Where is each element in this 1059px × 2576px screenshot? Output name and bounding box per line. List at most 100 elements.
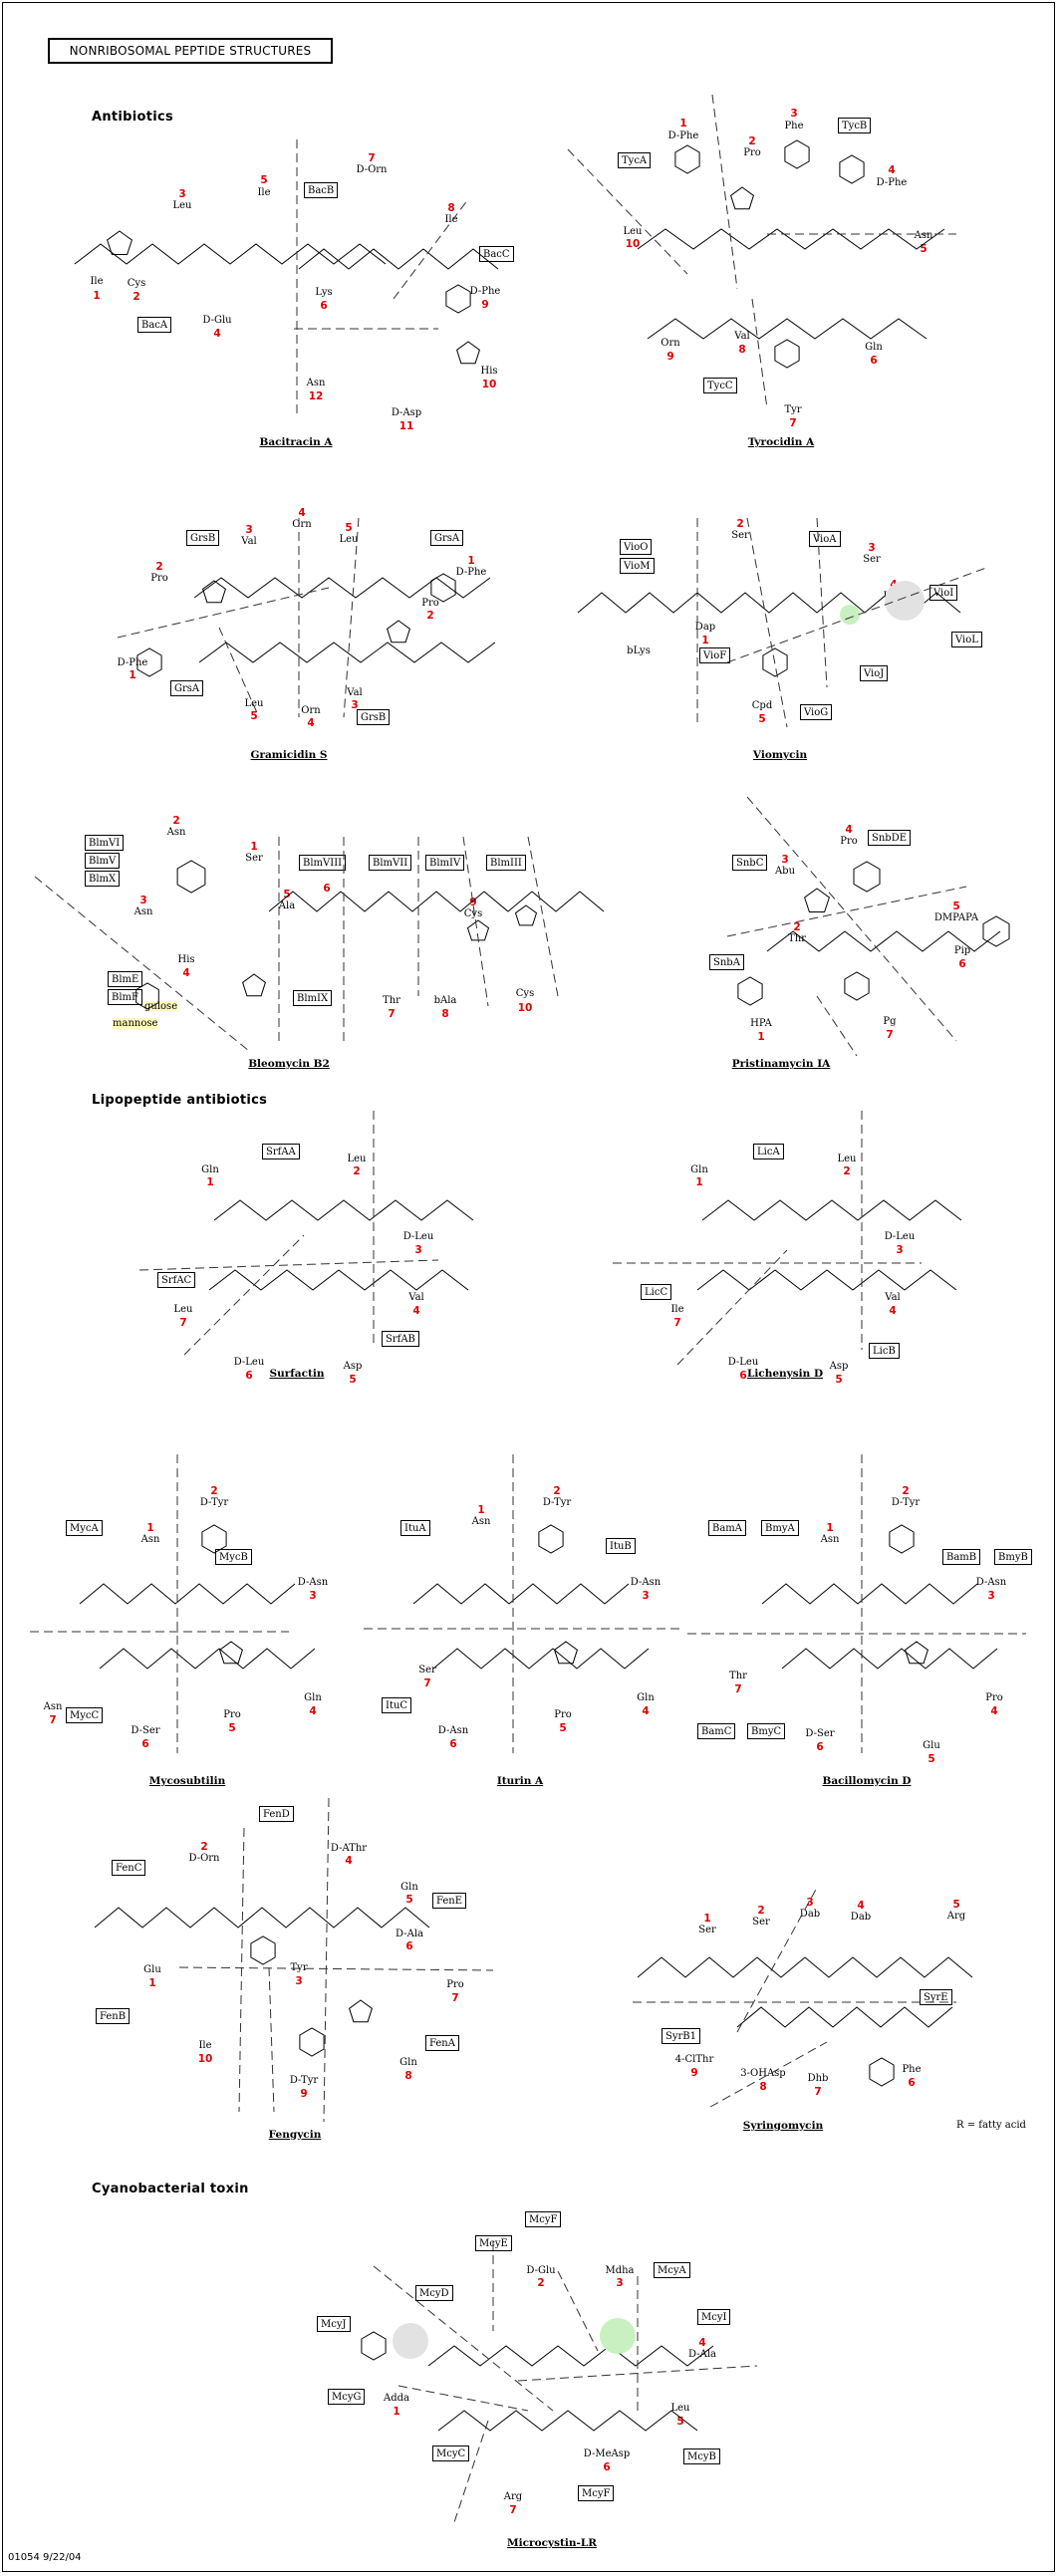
- gene-box-licc[interactable]: LicC: [641, 1284, 672, 1300]
- aromatic-ring: [445, 284, 471, 314]
- gene-box-blmvi[interactable]: BlmVI: [85, 835, 125, 851]
- gene-box-blmf[interactable]: BlmF: [108, 989, 142, 1005]
- residue-number: 6: [405, 1940, 413, 1952]
- gene-box-fenb[interactable]: FenB: [96, 2008, 131, 2024]
- gene-box-grsa[interactable]: GrsA: [430, 530, 464, 546]
- gene-box-ituc[interactable]: ItuC: [382, 1697, 412, 1713]
- residue-number: 4: [213, 328, 221, 340]
- gene-box-itua[interactable]: ItuA: [400, 1520, 430, 1536]
- gene-box-blmiii[interactable]: BlmIII: [486, 855, 526, 871]
- gene-box-bamc[interactable]: BamC: [697, 1723, 736, 1739]
- gene-box-tyca[interactable]: TycA: [618, 152, 652, 168]
- residue-number: 2: [843, 1165, 851, 1177]
- gene-box-snbde[interactable]: SnbDE: [868, 830, 912, 846]
- gene-box-mcyg[interactable]: McyG: [328, 2389, 366, 2405]
- gene-box-blme[interactable]: BlmE: [108, 971, 143, 987]
- residue-name: Asn: [133, 906, 153, 917]
- gene-box-bamb[interactable]: BamB: [942, 1549, 981, 1565]
- residue-name: Phe: [902, 2064, 922, 2075]
- residue-number: 6: [323, 883, 331, 895]
- gene-box-snbc[interactable]: SnbC: [732, 855, 768, 871]
- gene-box-myca[interactable]: MycA: [66, 1520, 103, 1536]
- gene-box-syre[interactable]: SyrE: [920, 1989, 952, 2005]
- residue-name: Val: [408, 1292, 424, 1303]
- gene-box-bacb[interactable]: BacB: [304, 182, 339, 198]
- gene-box-viof[interactable]: VioF: [699, 647, 731, 663]
- gene-box-viog[interactable]: VioG: [800, 704, 833, 720]
- residue-number: 1: [129, 669, 136, 681]
- residue-name: Pro: [554, 1709, 572, 1720]
- gene-box-blmviii[interactable]: BlmVIII: [299, 855, 347, 871]
- gene-box-mycc[interactable]: MycC: [66, 1707, 104, 1723]
- gene-box-fena[interactable]: FenA: [425, 2035, 459, 2051]
- gene-box-srfac[interactable]: SrfAC: [157, 1272, 196, 1288]
- gene-box-vioa[interactable]: VioA: [809, 531, 841, 547]
- gene-box-fenc[interactable]: FenC: [112, 1860, 146, 1876]
- gene-box-viol[interactable]: VioL: [951, 632, 982, 647]
- gene-box-mcya[interactable]: McyA: [654, 2262, 690, 2278]
- gene-box-tycb[interactable]: TycB: [838, 118, 872, 133]
- residue-number: 4: [309, 1705, 317, 1717]
- gene-box-mcyc[interactable]: McyC: [432, 2446, 470, 2461]
- residue-name: Phe: [784, 121, 804, 131]
- gene-box-fend[interactable]: FenD: [259, 1806, 294, 1822]
- residue-name: D-Tyr: [289, 2075, 319, 2086]
- gene-box-mcyi[interactable]: McyI: [697, 2309, 731, 2325]
- five-membered-ring: [554, 1641, 578, 1665]
- gene-box-mcyb[interactable]: McyB: [683, 2448, 720, 2464]
- residue-number: 1: [93, 290, 101, 302]
- gene-box-srfaa[interactable]: SrfAA: [262, 1144, 300, 1159]
- gene-box-grsb[interactable]: GrsB: [186, 530, 220, 546]
- residue-name: Val: [241, 536, 257, 547]
- gene-box-syrb1[interactable]: SyrB1: [662, 2028, 700, 2044]
- aromatic-ring: [674, 144, 700, 174]
- gene-box-bmya[interactable]: BmyA: [761, 1520, 799, 1536]
- gene-box-blmix[interactable]: BlmIX: [293, 990, 333, 1006]
- gene-box-bama[interactable]: BamA: [708, 1520, 747, 1536]
- gene-box-blmiv[interactable]: BlmIV: [425, 855, 465, 871]
- gene-box-fene[interactable]: FenE: [432, 1893, 467, 1909]
- section-antibiotics: Antibiotics: [92, 110, 174, 125]
- structure-caption: Mycosubtilin: [148, 1775, 226, 1787]
- module-boundary-line: [527, 836, 559, 997]
- residue-number: 5: [250, 710, 258, 722]
- gene-box-viom[interactable]: VioM: [620, 558, 655, 574]
- residue-number: 5: [405, 1894, 413, 1906]
- residue-number: 2: [172, 815, 180, 827]
- gene-box-baca[interactable]: BacA: [137, 317, 172, 333]
- residue-name: D-Tyr: [542, 1497, 572, 1508]
- gene-box-vioi[interactable]: VioI: [929, 585, 958, 601]
- gene-box-itub[interactable]: ItuB: [606, 1538, 636, 1554]
- gene-box-blmv[interactable]: BlmV: [85, 853, 121, 869]
- residue-name: Asn: [43, 1701, 63, 1712]
- residue-number: 2: [537, 2277, 545, 2289]
- gene-box-mcyj[interactable]: McyJ: [317, 2316, 351, 2332]
- residue-name: Dab: [850, 1912, 872, 1923]
- gene-box-lica[interactable]: LicA: [753, 1144, 784, 1159]
- gene-box-grsa[interactable]: GrsA: [170, 680, 204, 696]
- gene-box-bmyc[interactable]: BmyC: [747, 1723, 786, 1739]
- gene-box-mcyd[interactable]: McyD: [415, 2285, 453, 2301]
- gene-box-blmvii[interactable]: BlmVII: [369, 855, 412, 871]
- gene-box-blmx[interactable]: BlmX: [85, 871, 121, 887]
- residue-number: 7: [388, 1008, 396, 1020]
- gene-box-bmyb[interactable]: BmyB: [994, 1549, 1032, 1565]
- gene-box-vioo[interactable]: VioO: [620, 539, 653, 555]
- gene-box-licb[interactable]: LicB: [869, 1343, 900, 1359]
- residue-name: D-Leu: [884, 1231, 916, 1242]
- gene-box-mcyf[interactable]: McyF: [525, 2211, 562, 2227]
- residue-number: 4: [990, 1705, 998, 1717]
- gene-box-mcyf[interactable]: McyF: [578, 2485, 615, 2501]
- aromatic-ring: [538, 1524, 564, 1554]
- gene-box-snba[interactable]: SnbA: [709, 954, 744, 970]
- sugar-gulose: gulose: [144, 1001, 178, 1012]
- residue-number: 1: [679, 118, 687, 129]
- residue-name: Asn: [166, 827, 186, 838]
- gene-box-tycc[interactable]: TycC: [703, 378, 737, 393]
- gene-box-grsb[interactable]: GrsB: [357, 709, 391, 725]
- residue-number: 3: [414, 1244, 422, 1256]
- residue-number: 4: [888, 164, 896, 176]
- gene-box-mycb[interactable]: MycB: [215, 1549, 252, 1565]
- gene-box-vioj[interactable]: VioJ: [860, 665, 889, 681]
- gene-box-srfab[interactable]: SrfAB: [382, 1331, 419, 1347]
